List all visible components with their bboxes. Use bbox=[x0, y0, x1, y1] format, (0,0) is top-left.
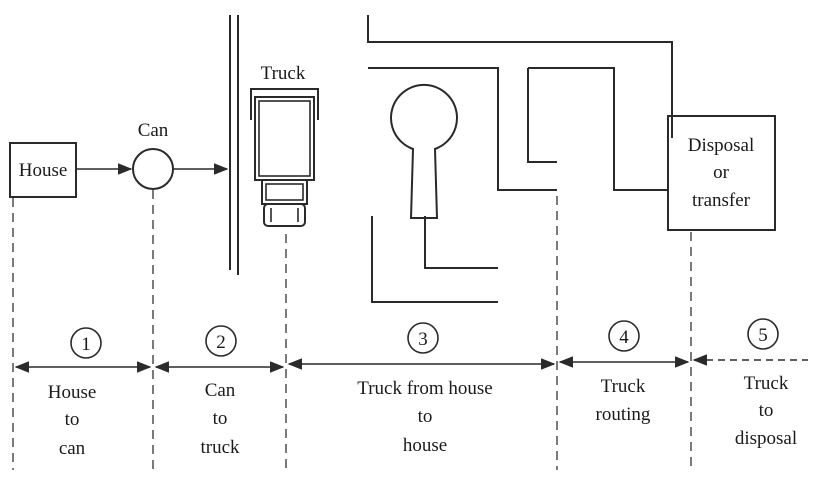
can-circle bbox=[132, 148, 174, 190]
stage-caption-5: Truck to disposal bbox=[735, 373, 797, 449]
house-node: House bbox=[9, 142, 77, 198]
svg-text:Truck: Truck bbox=[601, 376, 646, 397]
svg-text:can: can bbox=[59, 438, 86, 459]
disposal-label-line2: or bbox=[713, 162, 730, 183]
svg-text:Truck from house: Truck from house bbox=[357, 378, 492, 399]
svg-text:to: to bbox=[759, 400, 774, 421]
stage-number-4: 4 bbox=[608, 320, 640, 352]
stage-number-5: 5 bbox=[747, 318, 779, 350]
truck-icon: Truck bbox=[250, 63, 319, 227]
svg-text:truck: truck bbox=[200, 437, 240, 458]
stage-number-1: 1 bbox=[70, 327, 102, 359]
svg-text:disposal: disposal bbox=[735, 428, 797, 449]
disposal-label-line1: Disposal bbox=[688, 135, 755, 156]
disposal-label-line3: transfer bbox=[692, 190, 751, 211]
svg-text:Truck: Truck bbox=[744, 373, 789, 394]
svg-text:1: 1 bbox=[81, 334, 91, 355]
stage-caption-2: Can to truck bbox=[200, 380, 240, 458]
svg-text:to: to bbox=[418, 406, 433, 427]
svg-text:house: house bbox=[403, 435, 447, 456]
disposal-box bbox=[667, 115, 776, 231]
stage-number-3: 3 bbox=[407, 322, 439, 354]
svg-text:3: 3 bbox=[418, 329, 428, 350]
truck-label: Truck bbox=[261, 63, 306, 84]
svg-text:House: House bbox=[48, 382, 97, 403]
svg-text:2: 2 bbox=[216, 332, 226, 353]
stage-caption-3: Truck from house to house bbox=[357, 378, 492, 456]
svg-text:5: 5 bbox=[758, 325, 768, 346]
stage-caption-4: Truck routing bbox=[596, 376, 651, 425]
stage-arrows bbox=[14, 354, 808, 373]
svg-text:4: 4 bbox=[619, 327, 629, 348]
svg-text:to: to bbox=[65, 409, 80, 430]
can-label: Can bbox=[138, 120, 169, 141]
svg-text:to: to bbox=[213, 408, 228, 429]
street-network bbox=[367, 15, 673, 303]
svg-text:Can: Can bbox=[205, 380, 236, 401]
house-label: House bbox=[19, 160, 68, 181]
can-node: Can bbox=[132, 120, 174, 190]
stage-boundaries bbox=[12, 190, 692, 470]
svg-text:routing: routing bbox=[596, 404, 651, 425]
street-lines bbox=[229, 15, 239, 275]
disposal-node: Disposal or transfer bbox=[667, 115, 776, 231]
stage-caption-1: House to can bbox=[48, 382, 97, 459]
stage-number-2: 2 bbox=[205, 325, 237, 357]
house-box bbox=[9, 142, 77, 198]
